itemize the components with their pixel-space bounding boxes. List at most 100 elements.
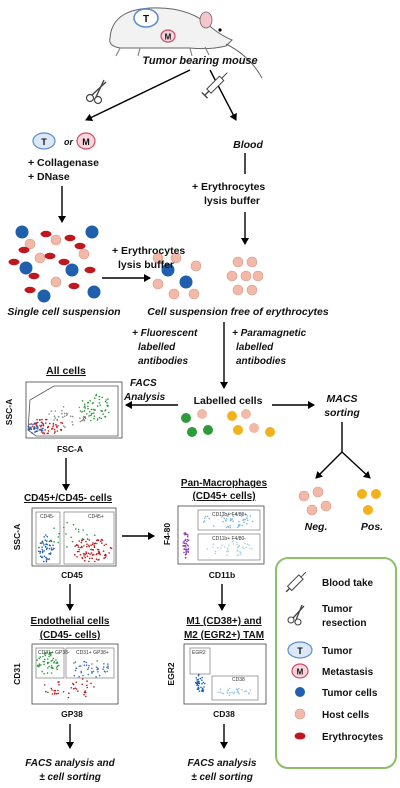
scatter-dot [98, 674, 101, 677]
scatter-dot [204, 515, 207, 518]
scatter-dot [66, 521, 68, 524]
scatter-dot [30, 428, 33, 431]
scatter-dot [49, 544, 51, 547]
scatter-dot [63, 412, 66, 415]
scatter-dot [81, 683, 83, 685]
scatter-dot [78, 550, 80, 553]
scatter-dot [98, 416, 101, 419]
scatter-dot [33, 422, 36, 425]
scatter-dot [85, 540, 87, 543]
host-cell [34, 252, 46, 264]
scatter-dot [83, 555, 85, 557]
middle-lysis-line2: lysis buffer [118, 259, 174, 271]
scatter-dot [229, 512, 232, 515]
scatter-dot [43, 673, 45, 675]
paramagnetic-line3: antibodies [236, 356, 286, 367]
scatter-dot [244, 542, 246, 545]
scatter-dot [49, 422, 51, 425]
scatter-dot [43, 560, 45, 563]
neg-label: Neg. [305, 521, 328, 533]
scatter-dot [45, 556, 47, 559]
scatter-dot [229, 526, 232, 529]
scatter-dot [76, 556, 78, 558]
scatter-dot [231, 691, 233, 694]
scatter-dot [79, 665, 82, 667]
scatter-dot [96, 405, 99, 407]
scatter-dot [96, 542, 98, 545]
all-cells-title: All cells [46, 365, 86, 377]
erythrocyte [64, 234, 76, 242]
legend-tumor-icon [287, 641, 313, 659]
host-cell [252, 270, 264, 282]
endo-xlabel: GP38 [61, 709, 83, 719]
scatter-dot [77, 544, 79, 547]
legend-tumor: Tumor [322, 646, 352, 657]
scatter-dot [227, 526, 230, 528]
scatter-dot [105, 543, 107, 546]
endothelial-plot [31, 643, 119, 705]
scatter-dot [226, 692, 229, 695]
endo-ylabel: CD31 [12, 663, 22, 685]
scatter-dot [41, 540, 44, 543]
scatter-dot [47, 558, 49, 561]
scatter-dot [79, 554, 82, 556]
m1m2-plot [183, 643, 267, 705]
legend: Blood take Tumor resection T Tumor M Met… [275, 557, 397, 769]
scatter-dot [37, 664, 39, 667]
scatter-dot [47, 691, 49, 694]
scatter-dot [74, 545, 76, 547]
scatter-dot [92, 670, 95, 673]
scatter-dot [187, 551, 190, 553]
host-cell [232, 284, 244, 296]
scatter-dot [95, 393, 98, 396]
scatter-dot [96, 418, 99, 420]
scatter-dot [245, 690, 248, 692]
scatter-dot [66, 413, 69, 415]
labelled-cell [371, 489, 381, 499]
scatter-dot [226, 554, 228, 556]
scatter-dot [83, 691, 86, 694]
scatter-dot [106, 401, 108, 404]
scatter-dot [90, 552, 93, 554]
erythrocyte [84, 266, 96, 274]
scatter-dot [50, 547, 53, 549]
scatter-dot [64, 426, 66, 428]
scatter-dot [108, 411, 110, 414]
paramagnetic-line2: labelled [236, 342, 274, 353]
scatter-dot [233, 691, 235, 694]
scatter-dot [50, 410, 53, 412]
scatter-dot [214, 550, 217, 553]
scatter-dot [43, 536, 45, 538]
scatter-dot [251, 548, 253, 550]
legend-tumor-resection-1: Tumor [322, 604, 352, 615]
legend-metastasis-letter: M [297, 668, 304, 677]
bottom-right-line1: FACS analysis [188, 758, 257, 769]
scatter-dot [58, 664, 60, 667]
scatter-dot [90, 412, 93, 415]
scatter-dot [35, 427, 37, 430]
scatter-dot [90, 408, 93, 411]
scatter-dot [81, 556, 83, 559]
scatter-dot [36, 418, 38, 421]
scatter-dot [71, 540, 74, 543]
host-cell [78, 248, 90, 260]
scatter-dot [63, 526, 65, 529]
scatter-dot [62, 425, 65, 427]
scatter-dot [49, 552, 52, 555]
labelled-cell [357, 489, 367, 499]
scatter-dot [58, 532, 60, 535]
scatter-dot [85, 695, 87, 698]
scatter-dot [83, 693, 85, 696]
erythrocyte [24, 286, 36, 294]
scatter-dot [243, 690, 245, 693]
scatter-dot [77, 531, 80, 533]
scatter-dot [51, 689, 53, 691]
scatter-dot [35, 423, 37, 426]
facs-line1: FACS [130, 378, 157, 389]
scatter-dot [86, 680, 88, 682]
middle-lysis-line1: + Erythrocytes [112, 245, 185, 257]
scatter-dot [53, 547, 55, 550]
scatter-dot [87, 405, 89, 408]
scatter-dot [97, 668, 99, 670]
cd45-xlabel: CD45 [61, 570, 83, 580]
